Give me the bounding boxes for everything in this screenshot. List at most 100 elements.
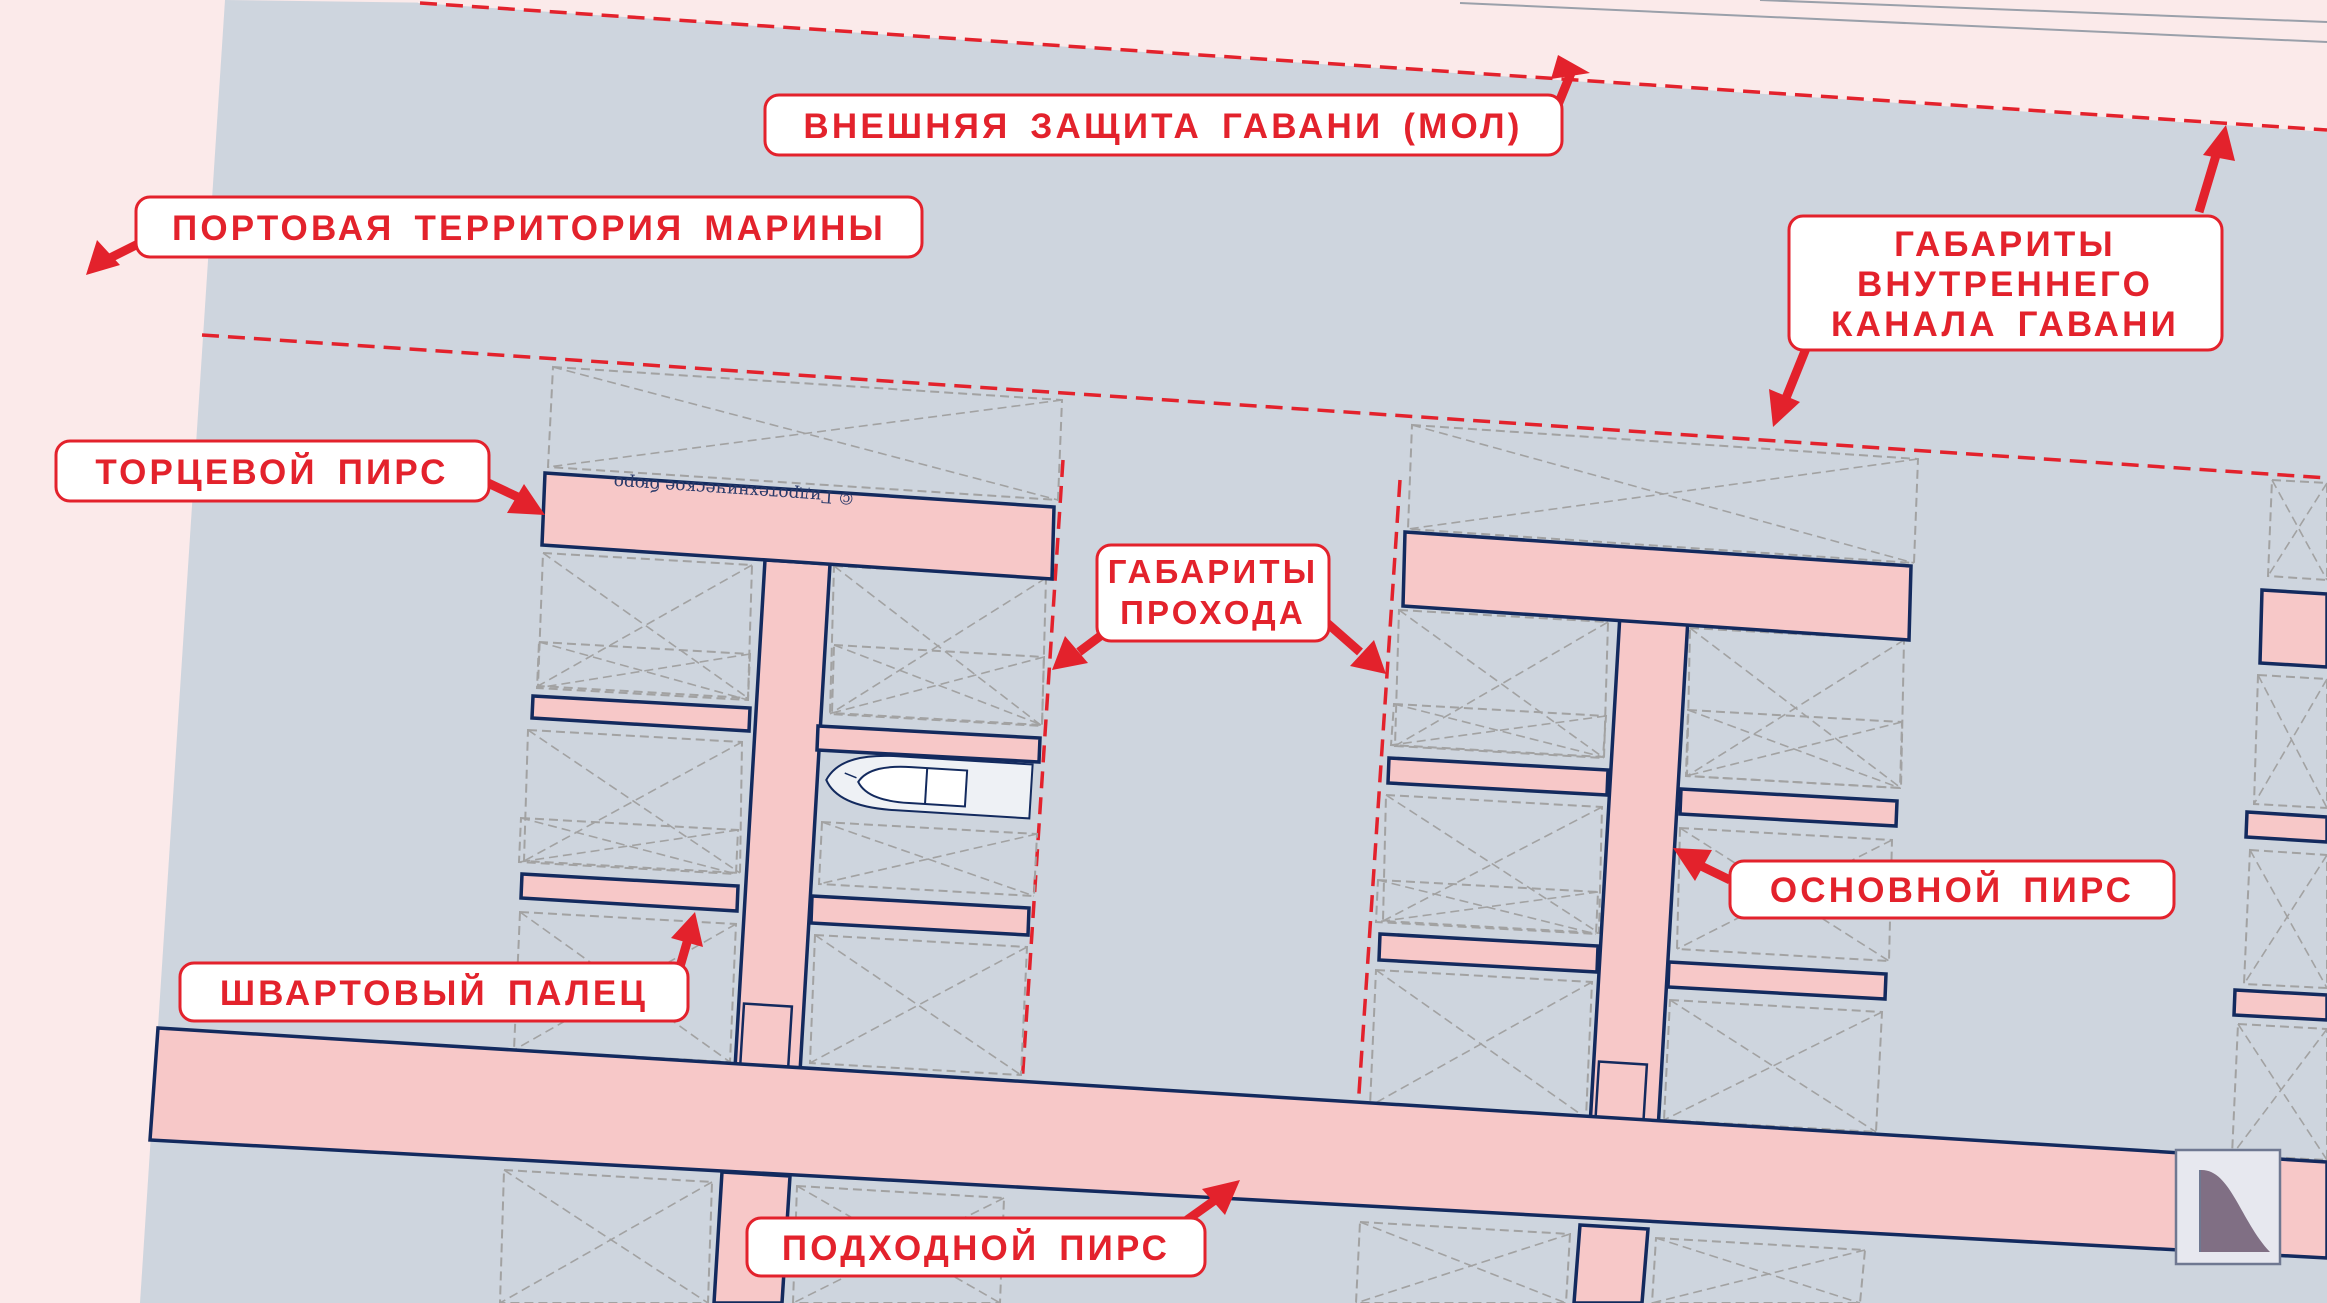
mooring-finger-right-1 bbox=[815, 724, 1042, 764]
berth-slot-diagonal bbox=[520, 817, 737, 875]
label-port-territory: ПОРТОВАЯ ТЕРРИТОРИЯ МАРИНЫ bbox=[134, 195, 924, 259]
main-pier-bottom-right bbox=[1572, 1223, 1650, 1303]
berth-slot bbox=[1374, 878, 1600, 936]
berth-slot-diagonal bbox=[527, 729, 741, 874]
svg-text:ГАБАРИТЫ: ГАБАРИТЫ bbox=[1894, 225, 2116, 264]
berth-slot bbox=[498, 1168, 714, 1303]
berth-slot-diagonal bbox=[1685, 721, 1903, 777]
berth-slot-diagonal bbox=[2231, 1028, 2327, 1156]
berth-slot-diagonal bbox=[2249, 849, 2327, 989]
berth-slot bbox=[2230, 1022, 2327, 1162]
berth-slot-diagonal bbox=[1359, 1221, 1567, 1303]
svg-text:ПРОХОДА: ПРОХОДА bbox=[1120, 594, 1306, 631]
berth-slot-diagonal bbox=[538, 641, 749, 701]
mooring-finger-right-system-3 bbox=[1678, 787, 1899, 828]
berth-slot-diagonal bbox=[518, 829, 739, 863]
label-main-pier: ОСНОВНОЙ ПИРС bbox=[1728, 859, 2176, 920]
arrow-end-pier bbox=[486, 478, 545, 515]
berth-slot-diagonal bbox=[1375, 891, 1599, 923]
berths-group-far-right bbox=[2230, 478, 2327, 1162]
berth-slot-diagonal bbox=[2271, 479, 2327, 581]
mooring-finger-right-system-1 bbox=[1386, 756, 1610, 797]
berth-slot bbox=[2242, 848, 2327, 990]
berth-slot-diagonal bbox=[1369, 981, 1593, 1107]
mooring-finger-right-2 bbox=[809, 894, 1031, 937]
berth-slot-diagonal bbox=[821, 821, 1035, 897]
berth-slot-diagonal bbox=[833, 644, 1043, 726]
label-end-pier: ТОРЦЕВОЙ ПИРС bbox=[54, 439, 491, 503]
passage-boundary-right bbox=[1356, 479, 1402, 1109]
berth-slot bbox=[1406, 423, 1920, 565]
arrow-channel-up bbox=[2194, 125, 2235, 214]
berth-slot bbox=[517, 816, 740, 876]
berth-slot-diagonal bbox=[1655, 1237, 1861, 1303]
svg-text:ТОРЦЕВОЙ ПИРС: ТОРЦЕВОЙ ПИРС bbox=[95, 452, 448, 492]
berth-slot-diagonal bbox=[552, 366, 1059, 501]
berth-slot-diagonal bbox=[2257, 674, 2327, 809]
svg-text:ВНУТРЕННЕГО: ВНУТРЕННЕГО bbox=[1857, 265, 2153, 304]
access-pier bbox=[148, 1026, 2327, 1260]
mooring-finger-far-right-1 bbox=[2244, 810, 2327, 844]
end-pier-far-right bbox=[2258, 588, 2327, 669]
end-pier-right bbox=[1401, 530, 1913, 642]
svg-text:КАНАЛА ГАВАНИ: КАНАЛА ГАВАНИ bbox=[1831, 305, 2179, 344]
svg-text:ПОДХОДНОЙ ПИРС: ПОДХОДНОЙ ПИРС bbox=[782, 1228, 1170, 1268]
berth-slot-diagonal bbox=[503, 1169, 709, 1303]
berth-slot-diagonal bbox=[536, 653, 751, 689]
svg-text:ШВАРТОВЫЙ ПАЛЕЦ: ШВАРТОВЫЙ ПАЛЕЦ bbox=[220, 973, 648, 1013]
svg-text:ВНЕШНЯЯ ЗАЩИТА ГАВАНИ (МОЛ): ВНЕШНЯЯ ЗАЩИТА ГАВАНИ (МОЛ) bbox=[803, 107, 1522, 146]
mooring-finger-right-system-2 bbox=[1377, 932, 1600, 974]
berth-slot-diagonal bbox=[1398, 609, 1605, 759]
berth-slot bbox=[1675, 826, 1894, 963]
berth-slot bbox=[1650, 1236, 1867, 1303]
arrow-port-territory bbox=[86, 238, 143, 275]
label-mooring-finger: ШВАРТОВЫЙ ПАЛЕЦ bbox=[178, 961, 690, 1023]
berth-slot-diagonal bbox=[2267, 482, 2327, 577]
berth-slot-diagonal bbox=[1669, 999, 1877, 1133]
outer-protection-boundary bbox=[419, 1, 2327, 132]
berth-slot bbox=[808, 933, 1029, 1077]
berth-slot-diagonal bbox=[1651, 1249, 1866, 1303]
company-logo-icon bbox=[2174, 1148, 2282, 1266]
arrow-passage-right bbox=[1324, 619, 1386, 674]
berths-group-right bbox=[1368, 423, 1920, 1134]
berth-slot-diagonal bbox=[831, 656, 1045, 714]
mooring-finger-left-1 bbox=[530, 694, 752, 733]
berth-slot-diagonal bbox=[818, 833, 1038, 885]
label-access-pier: ПОДХОДНОЙ ПИРС bbox=[745, 1216, 1207, 1278]
label-passage: ГАБАРИТЫ ПРОХОДА bbox=[1095, 543, 1331, 643]
svg-text:ГАБАРИТЫ: ГАБАРИТЫ bbox=[1108, 553, 1319, 590]
berth-slot-diagonal bbox=[1390, 715, 1607, 746]
berth-slot-diagonal bbox=[547, 399, 1063, 468]
berth-slot-diagonal bbox=[2243, 854, 2327, 985]
berth-slot-diagonal bbox=[1355, 1233, 1571, 1303]
mooring-finger-left-2 bbox=[519, 872, 740, 913]
berth-slot-diagonal bbox=[829, 577, 1047, 715]
berth-slot-diagonal bbox=[1663, 1011, 1883, 1121]
label-outer-protection: ВНЕШНЯЯ ЗАЩИТА ГАВАНИ (МОЛ) bbox=[763, 93, 1564, 157]
yacht-icon bbox=[825, 754, 1034, 820]
label-channel: ГАБАРИТЫ ВНУТРЕННЕГО КАНАЛА ГАВАНИ bbox=[1787, 214, 2224, 352]
berth-slot bbox=[2252, 673, 2327, 810]
berth-slot-diagonal bbox=[1686, 639, 1905, 777]
berth-slot-diagonal bbox=[499, 1181, 713, 1303]
passage-boundary-left bbox=[1020, 459, 1065, 1086]
svg-text:ПОРТОВАЯ ТЕРРИТОРИЯ МАРИНЫ: ПОРТОВАЯ ТЕРРИТОРИЯ МАРИНЫ bbox=[172, 209, 886, 248]
arrow-main-pier bbox=[1673, 848, 1732, 885]
inner-channel-boundary bbox=[201, 333, 2327, 480]
breakwater-edge-line bbox=[1459, 2, 2327, 43]
berth-slot bbox=[1354, 1220, 1572, 1303]
berth-slot-diagonal bbox=[2253, 678, 2327, 805]
end-pier-left bbox=[540, 471, 1056, 581]
berth-slot-diagonal bbox=[537, 564, 753, 687]
berth-slot bbox=[2266, 478, 2327, 582]
berth-slot-diagonal bbox=[1687, 709, 1901, 789]
berth-slot-diagonal bbox=[1385, 794, 1600, 934]
svg-text:ОСНОВНОЙ ПИРС: ОСНОВНОЙ ПИРС bbox=[1770, 870, 2134, 910]
arrow-channel-down bbox=[1769, 344, 1812, 427]
berth-slot-diagonal bbox=[1407, 458, 1919, 530]
berth-slot-diagonal bbox=[1393, 703, 1604, 758]
berth-slot bbox=[1662, 998, 1884, 1134]
breakwater-edge-line-2 bbox=[1759, 0, 2327, 23]
